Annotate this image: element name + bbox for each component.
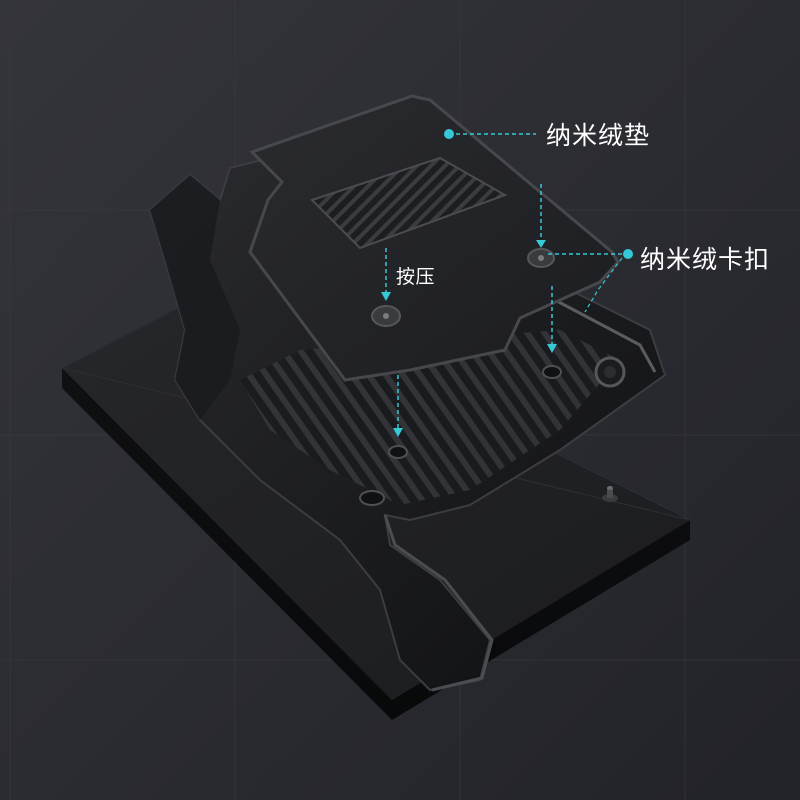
- snap-button-icon: [371, 305, 401, 327]
- heel-pad: [310, 156, 508, 250]
- press-arrow-icon: [547, 286, 557, 353]
- velvet-carpet-pad: [248, 94, 620, 382]
- snap-button-icon: [527, 248, 555, 268]
- label-press: 按压: [396, 266, 436, 288]
- callout-dot-icon: [623, 249, 633, 259]
- callout-nano-velvet-clip: [536, 183, 633, 313]
- callout-dot-icon: [444, 129, 454, 139]
- press-arrow-icon: [381, 248, 391, 301]
- label-nano-velvet-clip: 纳米绒卡扣: [640, 245, 771, 274]
- callout-nano-velvet-pad: [444, 129, 536, 139]
- tray-anchor-icon: [594, 356, 626, 388]
- tray-clip-icon: [359, 365, 562, 506]
- label-nano-velvet-pad: 纳米绒垫: [546, 121, 651, 150]
- press-arrow-icon: [393, 375, 403, 437]
- plate-stud-icon: [602, 486, 618, 502]
